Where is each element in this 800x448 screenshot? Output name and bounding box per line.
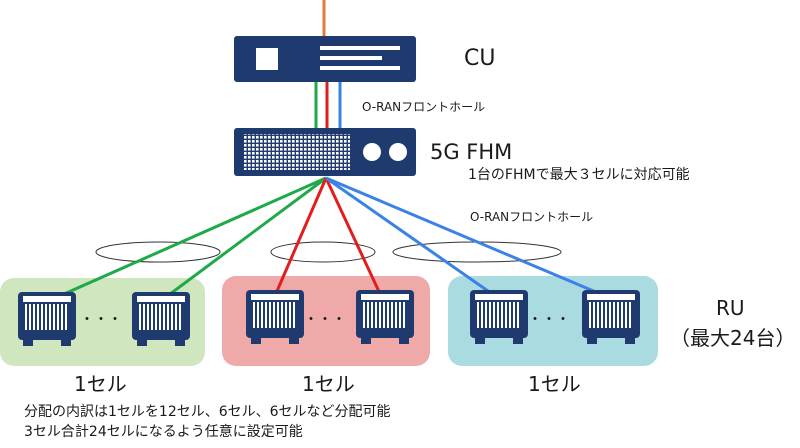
ru-unit-3b [582,290,640,344]
ru-link-red-1 [272,177,328,299]
ru-max-count: （最大24台） [670,326,796,350]
fhm-capacity-note: 1台のFHMで最大３セルに対応可能 [468,167,690,183]
cell-label-2: 1セル [302,372,355,396]
fhm-device [234,128,416,176]
cu-device [234,36,416,82]
ru-link-blue-2 [325,176,611,300]
cell-group-1-ellipse [95,241,221,263]
ru-label: RU [716,296,745,320]
ru-unit-1b [132,292,190,346]
ru-unit-3a [470,290,528,344]
cell-label-3: 1セル [528,372,581,396]
ru-link-blue-1 [325,176,499,300]
cell-group-3-dots: ・・・ [528,312,570,328]
cu-label: CU [464,46,496,71]
ru-link-green-1 [45,176,327,304]
fronthaul-label-top: O-RANフロントホール [362,100,486,114]
distribution-note-1: 分配の内訳は1セルを12セル、6セル、6セルなど分配可能 [24,404,391,420]
cell-label-1: 1セル [74,372,127,396]
cell-group-2-ellipse [270,241,376,263]
cell-group-3-ellipse [392,241,562,263]
ru-unit-2a [246,290,304,344]
ru-unit-1a [18,292,76,346]
fhm-label: 5G FHM [430,140,513,164]
cell-group-2-dots: ・・・ [304,312,346,328]
cell-group-1-dots: ・・・ [80,312,122,328]
fronthaul-label-mid: O-RANフロントホール [470,210,594,224]
ru-unit-2b [356,290,414,344]
ru-link-red-2 [324,177,384,299]
ru-link-green-2 [161,176,327,302]
distribution-note-2: 3セル合計24セルになるよう任意に設定可能 [24,424,303,440]
